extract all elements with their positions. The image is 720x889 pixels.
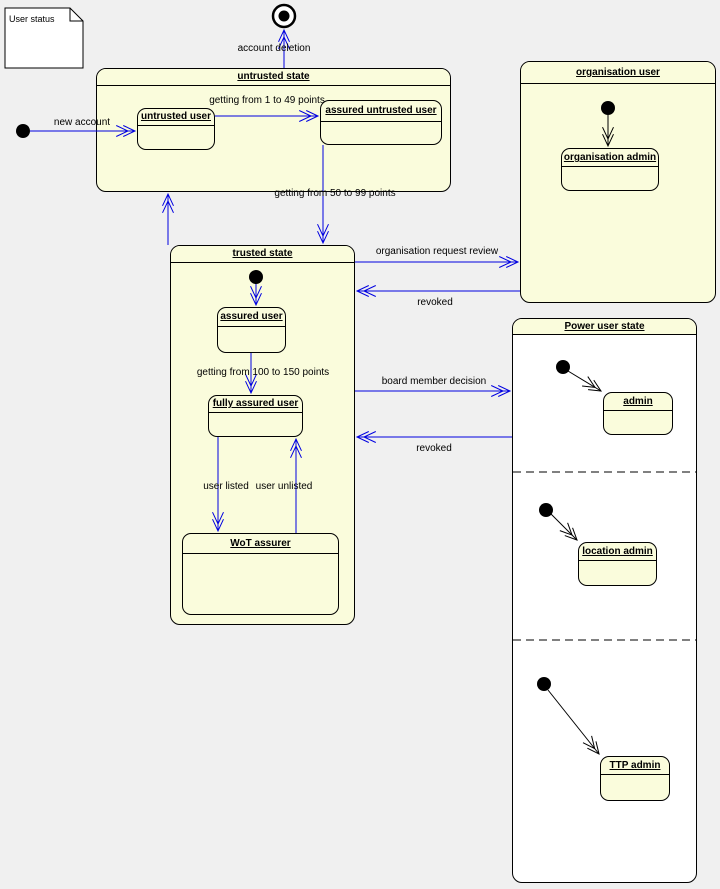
state-wot-assurer[interactable]: WoT assurer	[182, 533, 339, 615]
state-untrusted-user[interactable]: untrusted user	[137, 108, 215, 150]
transition-label-board-member-decision[interactable]: board member decision	[381, 376, 487, 387]
state-name-fully-assured-user: fully assured user	[209, 396, 302, 413]
transition-trusted-to-untrusted[interactable]	[162, 192, 174, 245]
transition-label-org-request-review[interactable]: organisation request review	[375, 246, 499, 257]
transition-arrowhead	[162, 199, 174, 213]
state-name-assured-untrusted-user: assured untrusted user	[321, 101, 441, 122]
transition-org-request-review[interactable]	[355, 256, 520, 268]
state-name-wot-assurer: WoT assurer	[183, 534, 338, 554]
transition-arrowhead	[362, 285, 376, 297]
composite-title-trusted: trusted state	[171, 246, 354, 263]
state-location-admin[interactable]: location admin	[578, 542, 657, 586]
note-fold-corner	[69, 8, 83, 22]
transition-label-getting-50-99[interactable]: getting from 50 to 99 points	[274, 188, 396, 199]
transition-label-revoked-top[interactable]: revoked	[417, 297, 453, 308]
state-name-location-admin: location admin	[579, 543, 656, 561]
state-assured-user[interactable]: assured user	[217, 307, 286, 353]
transition-board-member-decision[interactable]	[355, 385, 512, 397]
state-name-assured-user: assured user	[218, 308, 285, 327]
composite-title-organisation-user: organisation user	[521, 62, 715, 84]
final-state-inner	[278, 10, 290, 22]
transition-label-new-account[interactable]: new account	[53, 117, 111, 128]
transition-revoked-org[interactable]	[355, 285, 520, 297]
state-organisation-admin[interactable]: organisation admin	[561, 148, 659, 191]
state-admin[interactable]: admin	[603, 392, 673, 435]
transition-arrowhead	[162, 192, 174, 206]
transition-arrowhead	[317, 224, 329, 238]
transition-label-account-deletion[interactable]: account deletion	[237, 43, 311, 54]
state-ttp-admin[interactable]: TTP admin	[600, 756, 670, 801]
initial-state-main[interactable]	[16, 124, 30, 138]
composite-title-power-user: Power user state	[513, 319, 696, 335]
state-name-untrusted-user: untrusted user	[138, 109, 214, 126]
transition-arrowhead	[278, 28, 290, 42]
transition-label-user-listed[interactable]: user listed	[203, 481, 249, 492]
transition-arrowhead	[355, 431, 369, 443]
final-state-outer[interactable]	[271, 3, 297, 29]
transition-arrowhead	[355, 285, 369, 297]
transition-arrowhead	[498, 385, 512, 397]
state-name-ttp-admin: TTP admin	[601, 757, 669, 775]
transition-revoked-board[interactable]	[355, 431, 512, 443]
composite-title-untrusted: untrusted state	[97, 69, 450, 86]
transition-label-revoked-bottom[interactable]: revoked	[416, 443, 452, 454]
transition-label-user-unlisted[interactable]: user unlisted	[255, 481, 313, 492]
state-fully-assured-user[interactable]: fully assured user	[208, 395, 303, 437]
transition-arrowhead	[317, 231, 329, 245]
transition-arrowhead	[506, 256, 520, 268]
transition-arrowhead	[362, 431, 376, 443]
transition-label-getting-1-49[interactable]: getting from 1 to 49 points	[209, 95, 325, 106]
note-text[interactable]: User status	[9, 14, 55, 24]
transition-arrowhead	[491, 385, 505, 397]
state-name-admin: admin	[604, 393, 672, 411]
state-name-organisation-admin: organisation admin	[562, 149, 658, 167]
transition-label-getting-100-150[interactable]: getting from 100 to 150 points	[196, 367, 330, 378]
transition-arrowhead	[499, 256, 513, 268]
state-assured-untrusted-user[interactable]: assured untrusted user	[320, 100, 442, 145]
